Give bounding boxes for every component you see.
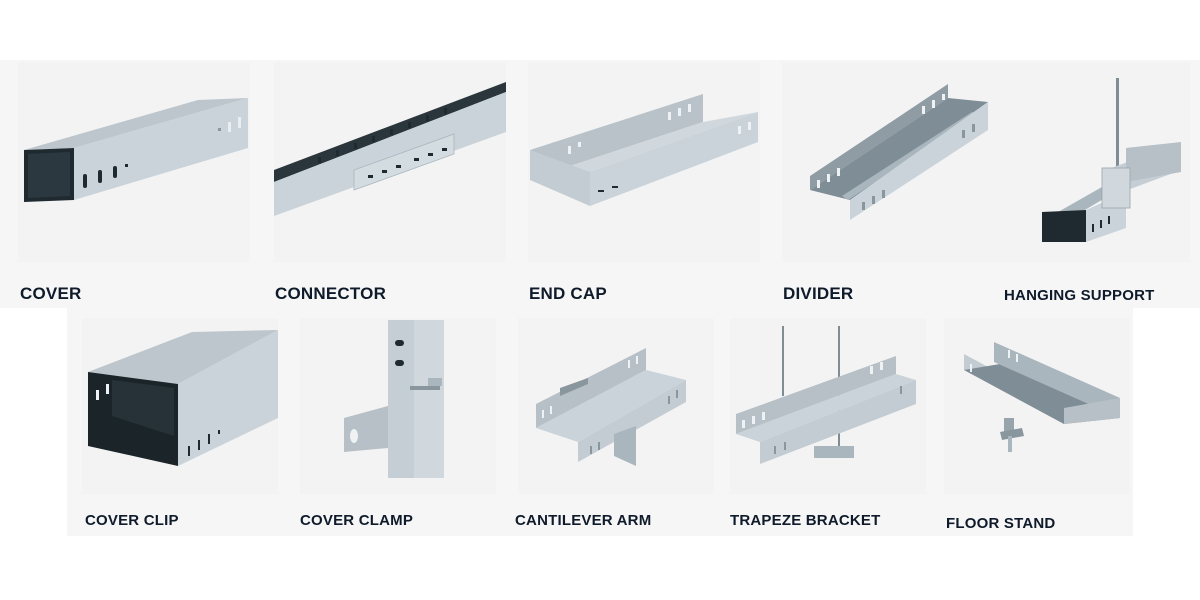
product-image-cover[interactable] bbox=[18, 62, 250, 262]
cover-tray-illustration bbox=[24, 98, 248, 202]
product-label-hanging-support[interactable]: HANGING SUPPORT bbox=[1004, 287, 1155, 304]
cover-clamp-illustration bbox=[344, 320, 444, 478]
connector-illustration bbox=[274, 82, 506, 216]
trapeze-bracket-illustration bbox=[736, 326, 916, 464]
product-image-cantilever-arm[interactable] bbox=[518, 318, 714, 494]
product-label-divider[interactable]: DIVIDER bbox=[783, 284, 854, 303]
product-image-cover-clamp[interactable] bbox=[300, 318, 496, 494]
hanging-support-illustration bbox=[1042, 78, 1181, 242]
product-label-cover-clamp[interactable]: COVER CLAMP bbox=[300, 512, 414, 529]
product-image-hanging-support[interactable] bbox=[1006, 62, 1190, 262]
product-image-cover-clip[interactable] bbox=[82, 318, 278, 494]
product-label-floor-stand[interactable]: FLOOR STAND bbox=[946, 515, 1056, 532]
product-label-cover[interactable]: COVER bbox=[20, 284, 82, 303]
product-image-connector[interactable] bbox=[274, 62, 506, 262]
product-label-cover-clip[interactable]: COVER CLIP bbox=[85, 512, 179, 529]
product-label-cantilever-arm[interactable]: CANTILEVER ARM bbox=[515, 512, 652, 529]
floor-stand-illustration bbox=[964, 342, 1120, 452]
end-cap-illustration bbox=[530, 94, 758, 206]
cantilever-arm-illustration bbox=[536, 348, 686, 466]
product-label-end-cap[interactable]: END CAP bbox=[529, 284, 607, 303]
divider-illustration bbox=[810, 84, 988, 220]
product-label-connector[interactable]: CONNECTOR bbox=[275, 284, 387, 303]
product-image-floor-stand[interactable] bbox=[944, 318, 1130, 494]
product-image-end-cap[interactable] bbox=[528, 62, 760, 262]
product-label-trapeze-bracket[interactable]: TRAPEZE BRACKET bbox=[730, 512, 881, 529]
product-image-trapeze-bracket[interactable] bbox=[730, 318, 926, 494]
product-image-divider[interactable] bbox=[782, 62, 1014, 262]
cover-clip-illustration bbox=[88, 330, 278, 466]
